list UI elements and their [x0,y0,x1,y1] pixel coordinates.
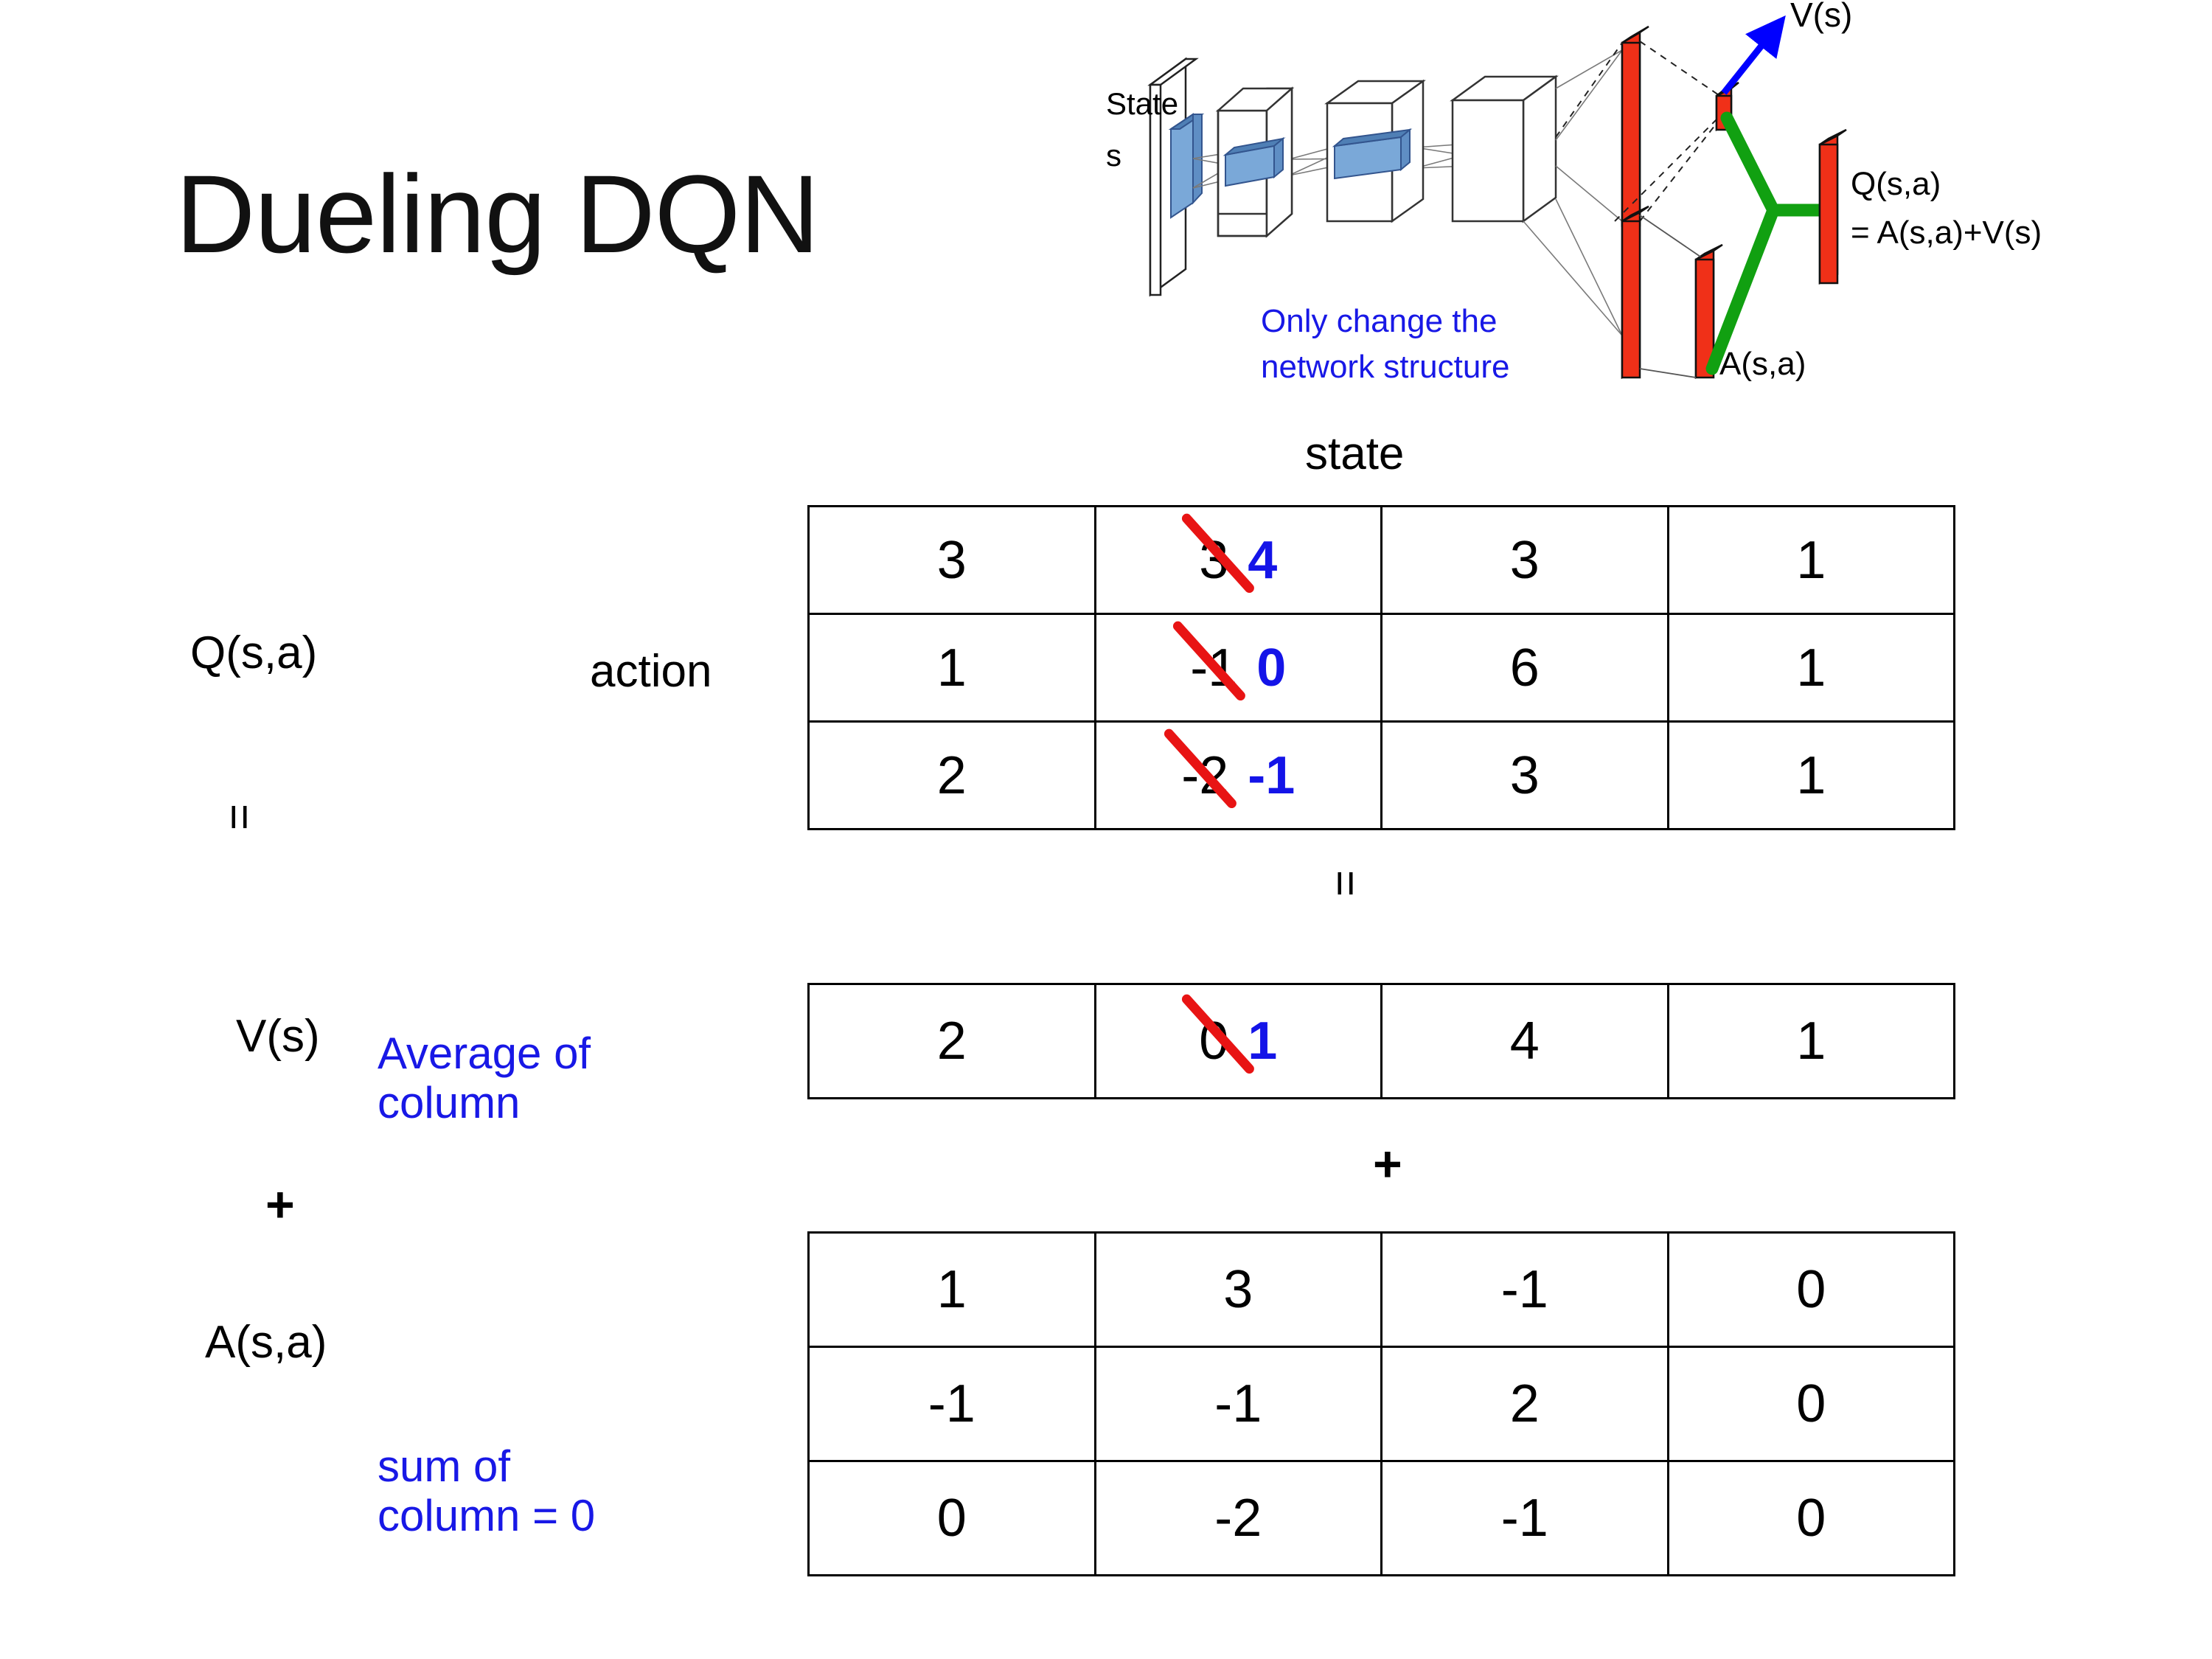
q-function-label: Q(s,a) [190,627,318,678]
table-cell: 3 [1093,1231,1382,1348]
table-cell: 3 [1380,505,1669,615]
table-cell: 2 [807,983,1096,1099]
svg-text:Q(s,a): Q(s,a) [1851,166,1941,202]
table-cell: 4 [1380,983,1669,1099]
svg-text:V(s): V(s) [1790,0,1852,34]
new-value: 1 [1248,1012,1278,1071]
sum-of-column-note: sum of column = 0 [378,1441,746,1540]
page-title: Dueling DQN [175,152,820,276]
a-function-label: A(s,a) [205,1317,327,1368]
svg-text:Only change the: Only change the [1261,303,1497,339]
svg-text:A(s,a): A(s,a) [1719,346,1806,382]
table-cell: -1 [1093,1346,1382,1462]
state-axis-label: state [1305,428,1405,479]
svg-text:State: State [1106,86,1178,121]
table-cell: 1 [807,613,1096,723]
action-axis-label: action [590,646,712,697]
old-value: 0 [1182,994,1255,1074]
equals-sign-q-decomposition: = [214,804,265,830]
new-value: 4 [1248,530,1278,590]
svg-text:= A(s,a)+V(s): = A(s,a)+V(s) [1851,215,2042,251]
table-cell: 0 [1666,1231,1955,1348]
average-note-line-2: column [378,1078,521,1128]
plus-sign-left: + [265,1177,295,1233]
table-cell: 0 [1666,1346,1955,1462]
table-cell: 1 [1666,613,1955,723]
dueling-network-diagram: V(s) Q(s,a) = A(s,a)+V(s) [1106,0,2212,413]
old-value: -1 [1173,621,1246,700]
new-value: -1 [1248,745,1295,805]
sum-note-line-1: sum of [378,1441,511,1491]
sum-note-line-2: column = 0 [378,1491,596,1541]
v-function-label: V(s) [236,1011,320,1062]
table-cell: -1 [807,1346,1096,1462]
average-of-column-note: Average of column [378,1029,724,1127]
plus-sign-between-tables: + [1373,1136,1402,1192]
table-cell: -2 [1093,1460,1382,1576]
table-cell: -1 [1380,1231,1669,1348]
svg-text:network structure: network structure [1261,349,1509,385]
table-cell: 3 [1380,720,1669,830]
equals-sign-between-tables: = [1320,870,1371,896]
table-cell: 0 [807,1460,1096,1576]
old-value: 3 [1182,513,1255,593]
new-value: 0 [1256,638,1287,698]
table-cell: 1 [1666,505,1955,615]
table-cell: 1 [807,1231,1096,1348]
table-cell: 6 [1380,613,1669,723]
svg-text:s: s [1106,138,1121,173]
table-cell: 2 [1380,1346,1669,1462]
table-cell: 3 [807,505,1096,615]
table-cell: 1 [1666,720,1955,830]
old-value: -2 [1164,728,1237,808]
table-cell: 2 [807,720,1096,830]
table-cell: -1 [1380,1460,1669,1576]
table-cell: 1 [1666,983,1955,1099]
average-note-line-1: Average of [378,1029,591,1078]
table-cell-edited: -2-1 [1093,720,1382,830]
table-cell: 0 [1666,1460,1955,1576]
